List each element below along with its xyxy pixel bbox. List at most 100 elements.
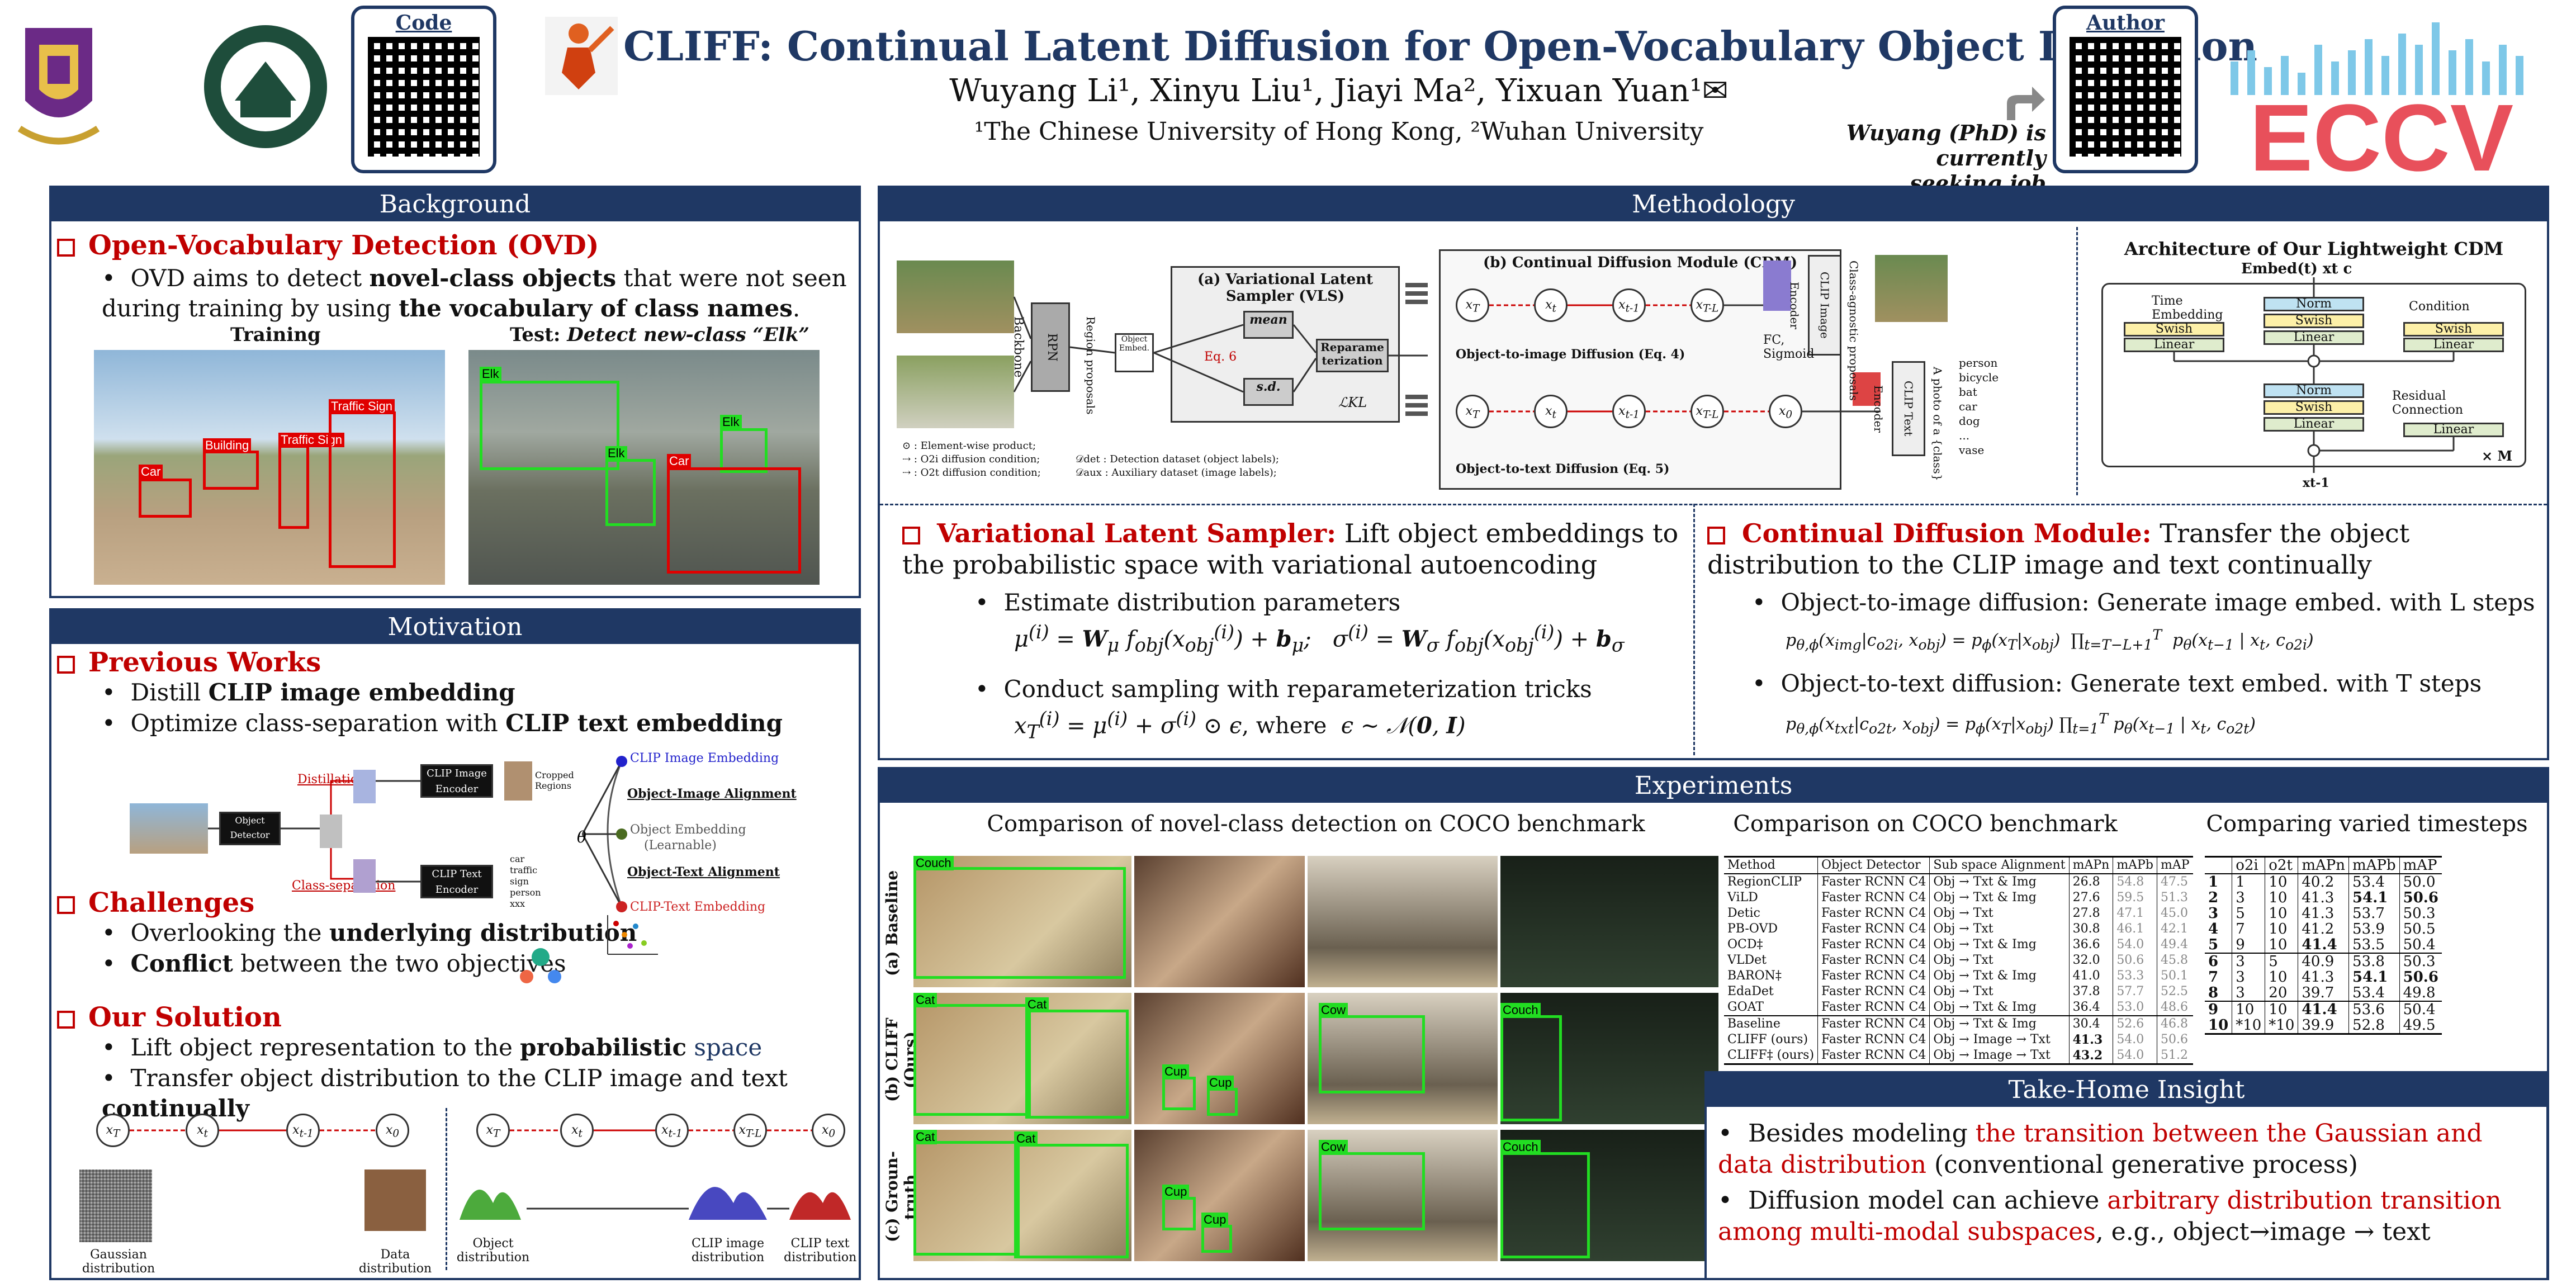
table-cell: Faster RCNN C4 [1817, 890, 1930, 906]
class-word: person [510, 887, 541, 898]
table-cell: 3 [2232, 890, 2265, 906]
table-cell: 8 [2208, 984, 2219, 1001]
table-header: mAP [2156, 856, 2193, 874]
result-image: Couch [1500, 993, 1718, 1124]
bbox-cat [1014, 1144, 1129, 1258]
square-bullet-icon [57, 655, 75, 674]
result-image: Cow [1308, 1130, 1498, 1261]
input-image-thumb [130, 803, 208, 854]
object-embed-box: Object Embed. [1115, 333, 1154, 372]
table-cell: 1 [2232, 874, 2265, 890]
class-name: car [1959, 400, 1977, 413]
linear-box: Linear [2264, 417, 2364, 432]
bbox-label: Elk [605, 446, 627, 461]
table-cell: Faster RCNN C4 [1817, 984, 1930, 1000]
class-name: bicycle [1959, 371, 1999, 384]
cdm-bullet-1: • Object-to-image diffusion: Generate im… [1752, 589, 2535, 616]
table-header: Method [1727, 858, 1775, 872]
bbox-cup [1162, 1077, 1196, 1110]
table-cell: 10 [2208, 1017, 2229, 1034]
table-cell: 53.0 [2113, 1000, 2157, 1016]
bbox-cup [1162, 1197, 1196, 1230]
table-cell: 53.6 [2348, 1001, 2400, 1017]
poster-title: CLIFF: Continual Latent Diffusion for Op… [623, 22, 2257, 70]
table-cell: 32.0 [2068, 953, 2113, 968]
table-cell: 54.1 [2348, 969, 2400, 985]
row-label-ground-truth: (c) Groun-truth [883, 1151, 920, 1243]
table-cell: 10 [2265, 890, 2298, 906]
whu-logo [201, 17, 330, 157]
vls-description: Variational Latent Sampler: Lift object … [902, 518, 1679, 580]
table-cell: Detic [1727, 906, 1760, 920]
climber-icon [545, 17, 618, 95]
table-cell: 43.2 [2068, 1048, 2113, 1064]
table-cell: 3 [2232, 985, 2265, 1001]
result-image: Couch [1500, 1130, 1718, 1261]
table-header: mAPn [2068, 856, 2113, 874]
clip-image-encoder-box: CLIP Image Encoder [1788, 255, 1841, 356]
methodology-vdivider [1693, 504, 1695, 755]
bbox-label: Cat [1014, 1131, 1038, 1146]
table-cell: Faster RCNN C4 [1817, 921, 1930, 937]
table-cell: Faster RCNN C4 [1817, 937, 1930, 953]
cdm-title: (b) Continual Diffusion Module (CDM) [1483, 254, 1798, 271]
author-qr[interactable]: Author [2053, 6, 2198, 173]
table-cell: ViLD [1727, 891, 1758, 905]
table-cell: 50.3 [2399, 953, 2442, 969]
swish-box: Swish [2124, 322, 2224, 337]
table-cell: Faster RCNN C4 [1817, 874, 1930, 890]
table-cell: 54.0 [2113, 937, 2157, 953]
table-cell: 41.2 [2298, 921, 2349, 937]
class-agnostic-proposals-label: Class-agnostic proposals [1847, 261, 1860, 401]
table-cell: 39.7 [2298, 985, 2349, 1001]
experiments-panel: Experiments Comparison of novel-class de… [878, 767, 2549, 1280]
code-qr[interactable]: Code [351, 6, 496, 173]
row-labels: (a) Baseline (b) CLIFF (Ours) (c) Groun-… [883, 859, 920, 1272]
table-cell: 1 [2208, 874, 2219, 891]
table-cell: CLIFF (ours) [1727, 1033, 1808, 1046]
bbox-cat [1025, 1010, 1129, 1119]
result-image: Couch [913, 856, 1131, 987]
bbox-couch [913, 867, 1126, 979]
clip-text-encoder-box: CLIP Text Encoder [420, 865, 493, 898]
table-cell: Obj → Txt & Img [1929, 1000, 2070, 1016]
bbox-label: Cat [913, 993, 937, 1007]
table-cell: 50.6 [2399, 890, 2442, 906]
challenge-bullet-2: • Conflict between the two objectives [102, 950, 566, 977]
prompt-label: A photo of a {class} [1931, 367, 1944, 481]
table-cell: 54.8 [2113, 874, 2157, 890]
author-label: Author [2086, 11, 2165, 35]
bbox-cup [1207, 1088, 1238, 1116]
table-cell: 49.8 [2399, 985, 2442, 1001]
bbox-car [667, 467, 801, 574]
background-heading: Background [51, 188, 859, 221]
bbox-couch [1500, 1015, 1562, 1121]
bbox-cow [1319, 1152, 1425, 1230]
table-cell: 41.3 [2298, 969, 2349, 985]
solution-bullet-2: • Transfer object distribution to the CL… [102, 1064, 788, 1122]
bbox-label: Elk [480, 367, 501, 381]
bbox-label: Car [139, 465, 163, 479]
detection-dataset-image [897, 261, 1014, 333]
table-cell: 30.8 [2068, 921, 2113, 937]
pipeline-figure: RPN Backbone Region proposals Object Emb… [891, 227, 2065, 495]
table-cell: Faster RCNN C4 [1817, 1032, 1930, 1048]
class-name: bat [1959, 385, 1977, 399]
code-label: Code [395, 11, 452, 35]
class-word: xxx [510, 898, 525, 909]
table-cell: 39.9 [2298, 1017, 2349, 1034]
class-word: car [510, 854, 525, 864]
solution-bullet-1: • Lift object representation to the prob… [102, 1034, 763, 1061]
table-cell: 30.4 [2068, 1016, 2113, 1032]
legend-left: ⊙ : Element-wise product; ⇢ : O2i diffus… [902, 440, 1041, 479]
linear-box: Linear [2264, 330, 2364, 345]
swish-box: Swish [2264, 314, 2364, 328]
result-image: Cat Cat [913, 993, 1131, 1124]
architecture-figure: Architecture of Our Lightweight CDM Embe… [2090, 227, 2537, 495]
table-cell: 59.5 [2113, 890, 2157, 906]
table-cell: 50.3 [2399, 906, 2442, 921]
